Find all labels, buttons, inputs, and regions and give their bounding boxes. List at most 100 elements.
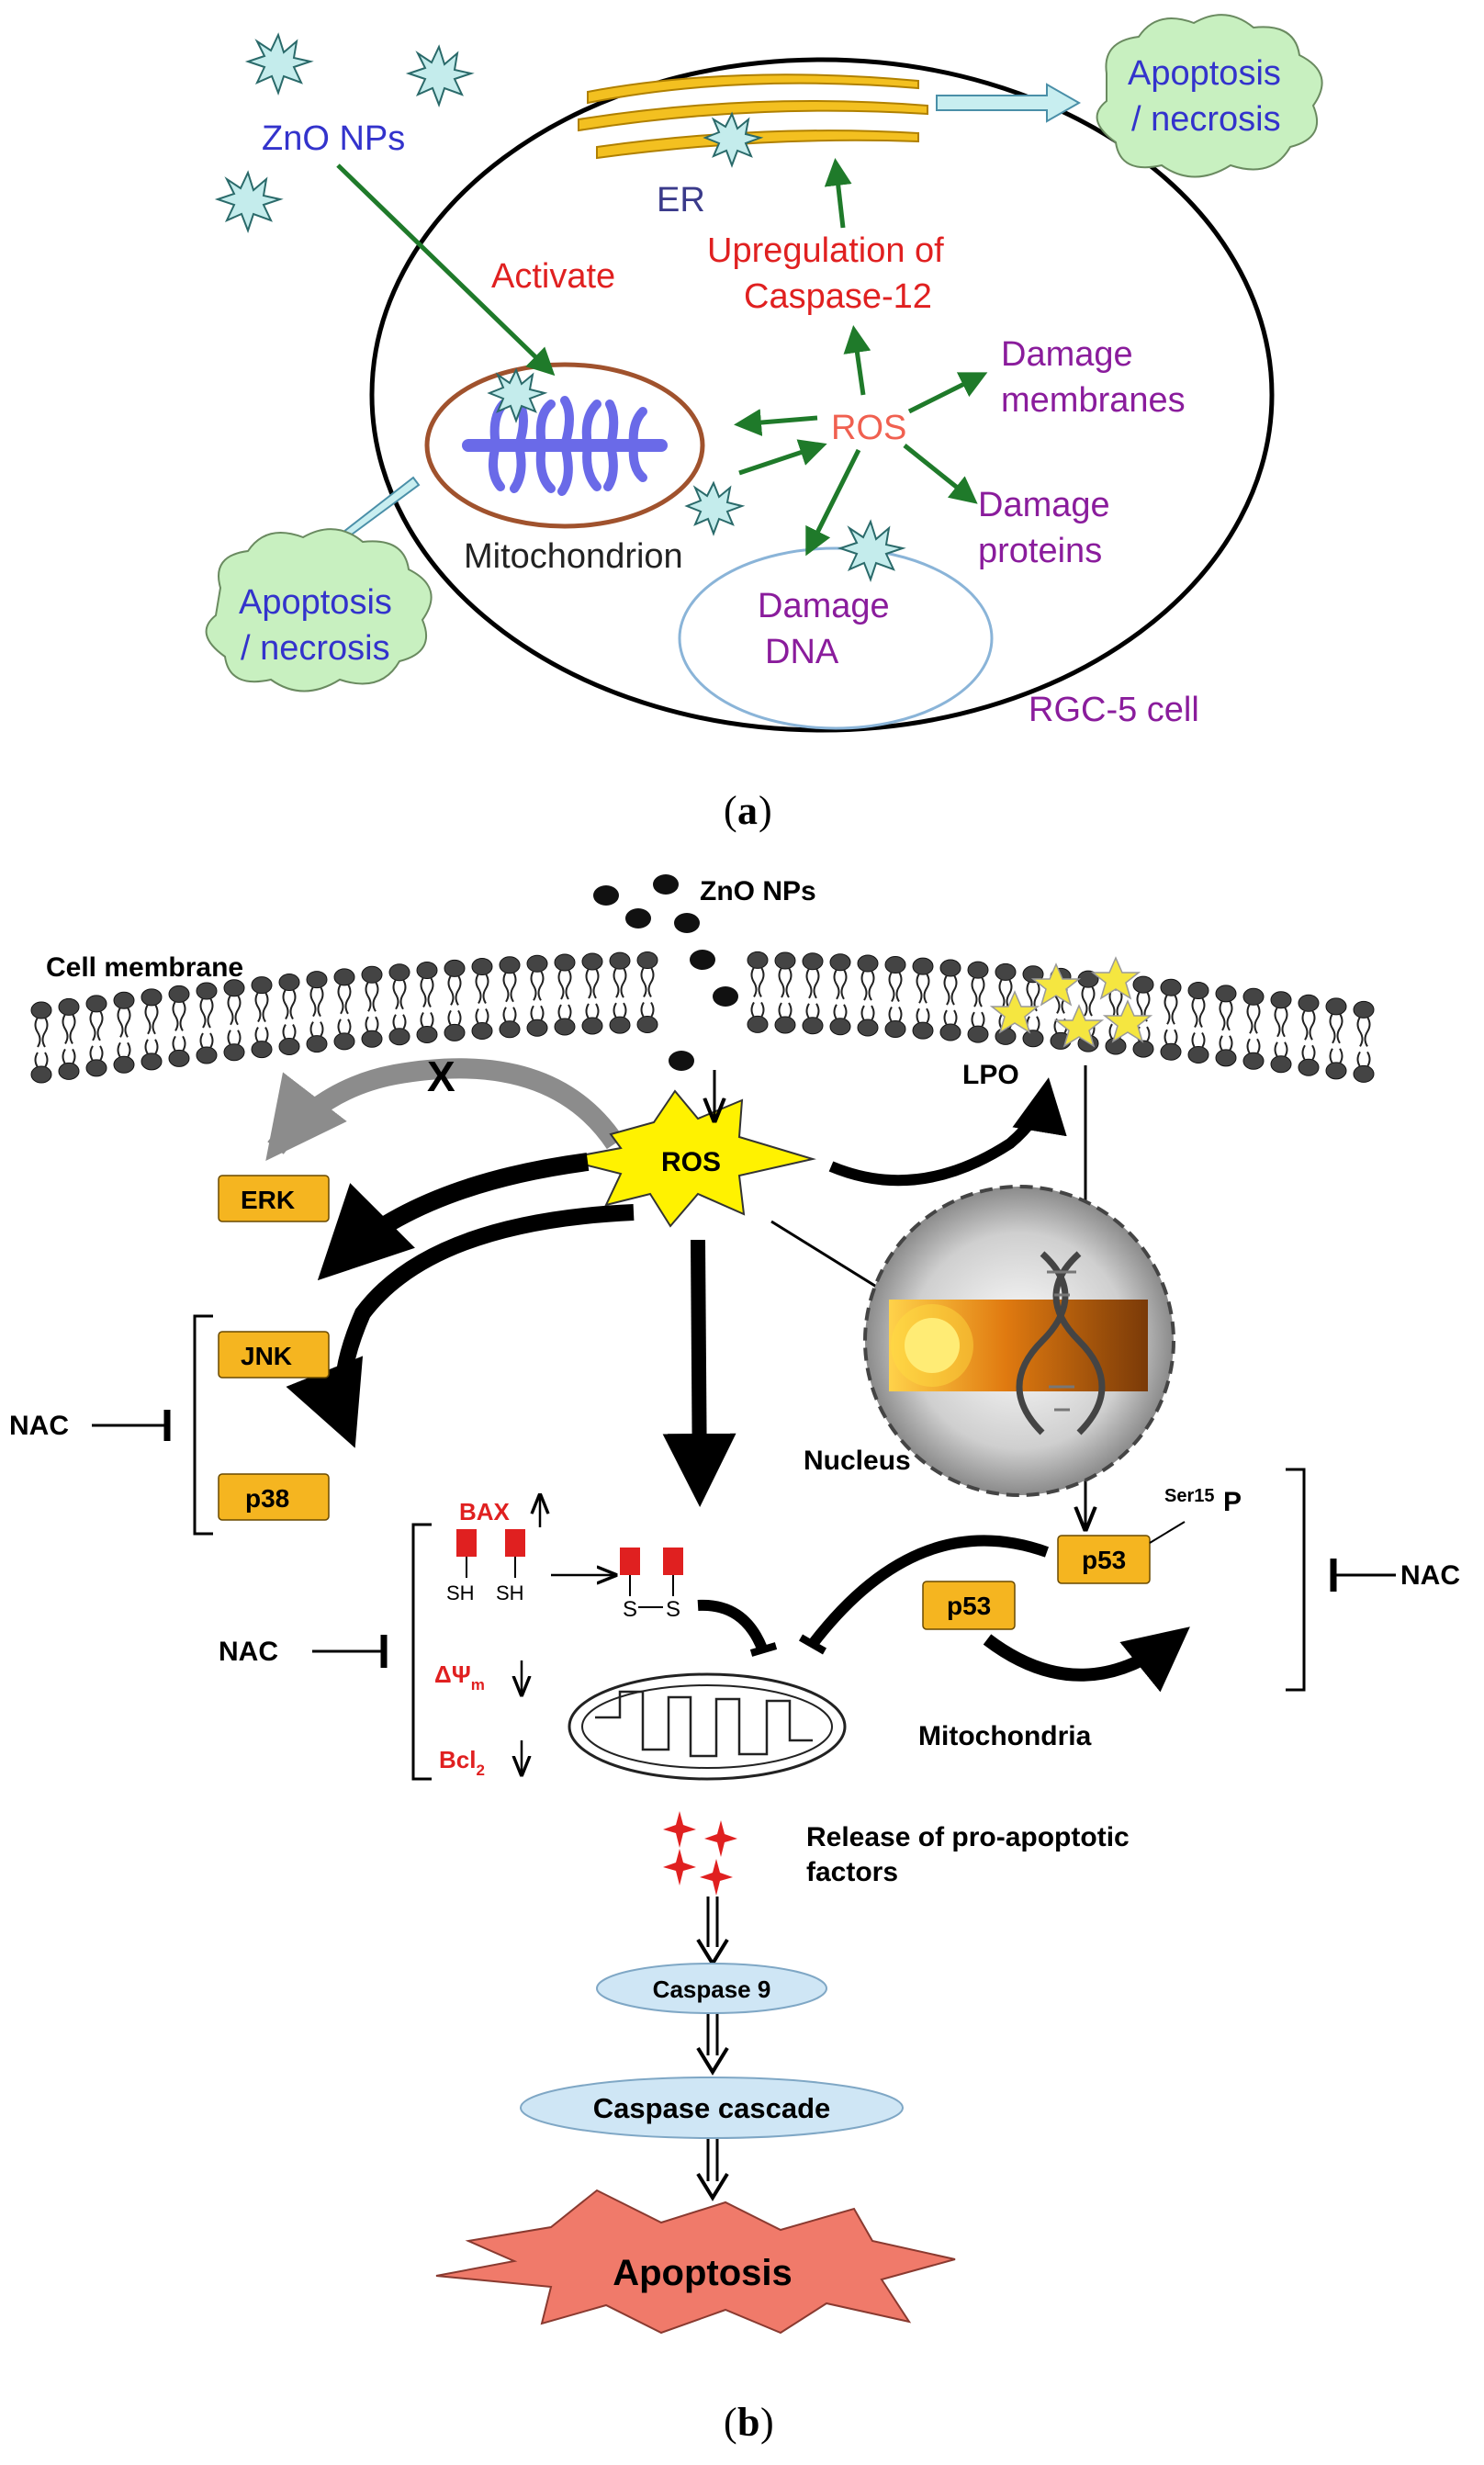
lipid-molecule (1146, 1026, 1151, 1042)
lipid-molecule (58, 1062, 80, 1080)
label-delta-psi: ΔΨm (434, 1660, 485, 1694)
lipid-molecule (967, 1025, 989, 1043)
lipid-molecule (868, 970, 875, 1001)
lipid-molecule (227, 1030, 231, 1046)
particle-icon-3 (214, 170, 284, 233)
lipid-molecule (447, 974, 455, 1006)
lipid-molecule (1270, 1055, 1292, 1074)
caption-b-letter: b (737, 2400, 759, 2445)
lipid-molecule (829, 953, 851, 972)
lipid-molecule (264, 1027, 269, 1043)
lipid-molecule (117, 1007, 124, 1038)
dna-particle-icon (837, 519, 906, 582)
lipid-molecule (530, 970, 537, 1001)
lipid-molecule (262, 992, 269, 1023)
lipid-molecule (1160, 1042, 1182, 1061)
lipid-molecule (254, 1027, 259, 1043)
lipid-molecule (1270, 991, 1292, 1009)
er-particle-icon (703, 111, 764, 168)
lipid-molecule (196, 982, 218, 1000)
lipid-molecule (1132, 1040, 1154, 1058)
lipid-molecule (1006, 978, 1013, 1009)
lipid-molecule (581, 952, 603, 971)
lipid-molecule (833, 969, 840, 1000)
arrow-cascade-to-apoptosis (696, 2135, 729, 2201)
arc-p53-to-mito (808, 1535, 1050, 1648)
label-damage-proteins-2: proteins (978, 532, 1102, 570)
lipid-molecule (1022, 1030, 1044, 1048)
lipid-molecule (1325, 997, 1347, 1016)
cell-boundary (369, 57, 1275, 733)
lipid-molecule (320, 1021, 324, 1038)
label-release-1: Release of pro-apoptotic (806, 1822, 1130, 1852)
lipid-molecule (207, 997, 214, 1029)
lipid-molecule (943, 974, 950, 1006)
lipid-molecule (1036, 1016, 1040, 1032)
lipid-molecule (1174, 1029, 1178, 1045)
label-zno-nps-b: ZnO NPs (700, 876, 816, 906)
lipid-molecule (636, 951, 658, 970)
lipid-molecule (333, 1032, 355, 1051)
lipid-molecule (1187, 1045, 1209, 1064)
lipid-molecule (747, 1015, 769, 1033)
lipid-molecule (888, 971, 895, 1003)
lipid-molecule (237, 1030, 242, 1046)
bracket-mapk (193, 1314, 213, 1536)
lipid-molecule (581, 1017, 603, 1035)
lipid-molecule (981, 1011, 985, 1028)
lipid-molecule (317, 986, 324, 1018)
arrow-release-to-caspase9 (696, 1897, 729, 1967)
lipid-molecule (613, 967, 620, 998)
caption-a-open: ( (724, 788, 737, 833)
lpo-stars (989, 956, 1153, 1048)
lipid-molecule (609, 1016, 631, 1034)
arrow-ros-to-p38 (286, 1204, 635, 1448)
lipid-molecule (455, 974, 462, 1006)
lipid-molecule (1298, 994, 1320, 1012)
lipid-molecule (337, 1019, 342, 1035)
label-p53-upper: p53 (1082, 1546, 1126, 1574)
lipid-molecule (537, 970, 545, 1001)
lipid-molecule (1339, 1048, 1343, 1064)
label-mitochondria: Mitochondria (918, 1721, 1092, 1751)
lipid-molecule (502, 972, 510, 1003)
lipid-molecule (1301, 1044, 1306, 1061)
lipid-molecule (69, 1013, 76, 1044)
lipid-molecule (124, 1007, 131, 1038)
lipid-molecule (1254, 1003, 1261, 1034)
panel-a: ZnO NPs ER Upregulation of Caspase-12 Ac… (205, 14, 1323, 833)
apoptosis-burst (435, 2189, 956, 2335)
bax-dimer (620, 1548, 683, 1608)
lipid-molecule (898, 1006, 903, 1023)
cloud-right (1096, 14, 1323, 178)
lipid-molecule (750, 1001, 755, 1018)
lipid-molecule (888, 1006, 893, 1023)
lipid-molecule (895, 971, 903, 1003)
label-s-2: S (666, 1597, 680, 1622)
lipid-molecule (971, 976, 978, 1007)
lipid-molecule (1356, 1016, 1364, 1047)
lipid-molecule (1171, 994, 1178, 1025)
lipid-molecule (857, 1019, 879, 1037)
nucleus-b (863, 1185, 1175, 1497)
lipid-molecule (1325, 1062, 1347, 1080)
lipid-molecule (416, 961, 438, 979)
lipid-molecule (154, 1039, 159, 1055)
lipid-molecule (1226, 1000, 1233, 1031)
lipid-molecule (1301, 1009, 1309, 1041)
lipid-molecule (953, 1009, 958, 1026)
label-apoptosis-left-2: / necrosis (241, 629, 390, 668)
label-release-2: factors (806, 1857, 898, 1887)
lipid-molecule (144, 1039, 149, 1055)
lipid-molecule (278, 1038, 300, 1056)
lipid-molecule (420, 976, 427, 1007)
lipid-molecule (444, 1023, 466, 1041)
lipid-molecule (289, 989, 297, 1020)
lipid-molecule (309, 1021, 314, 1038)
lipid-molecule (141, 1052, 163, 1071)
lipid-molecule (1246, 1038, 1251, 1054)
lipid-molecule (251, 1041, 273, 1059)
label-p38: p38 (245, 1484, 289, 1513)
lipid-molecule (344, 984, 352, 1015)
label-p53-lower: p53 (947, 1592, 991, 1620)
